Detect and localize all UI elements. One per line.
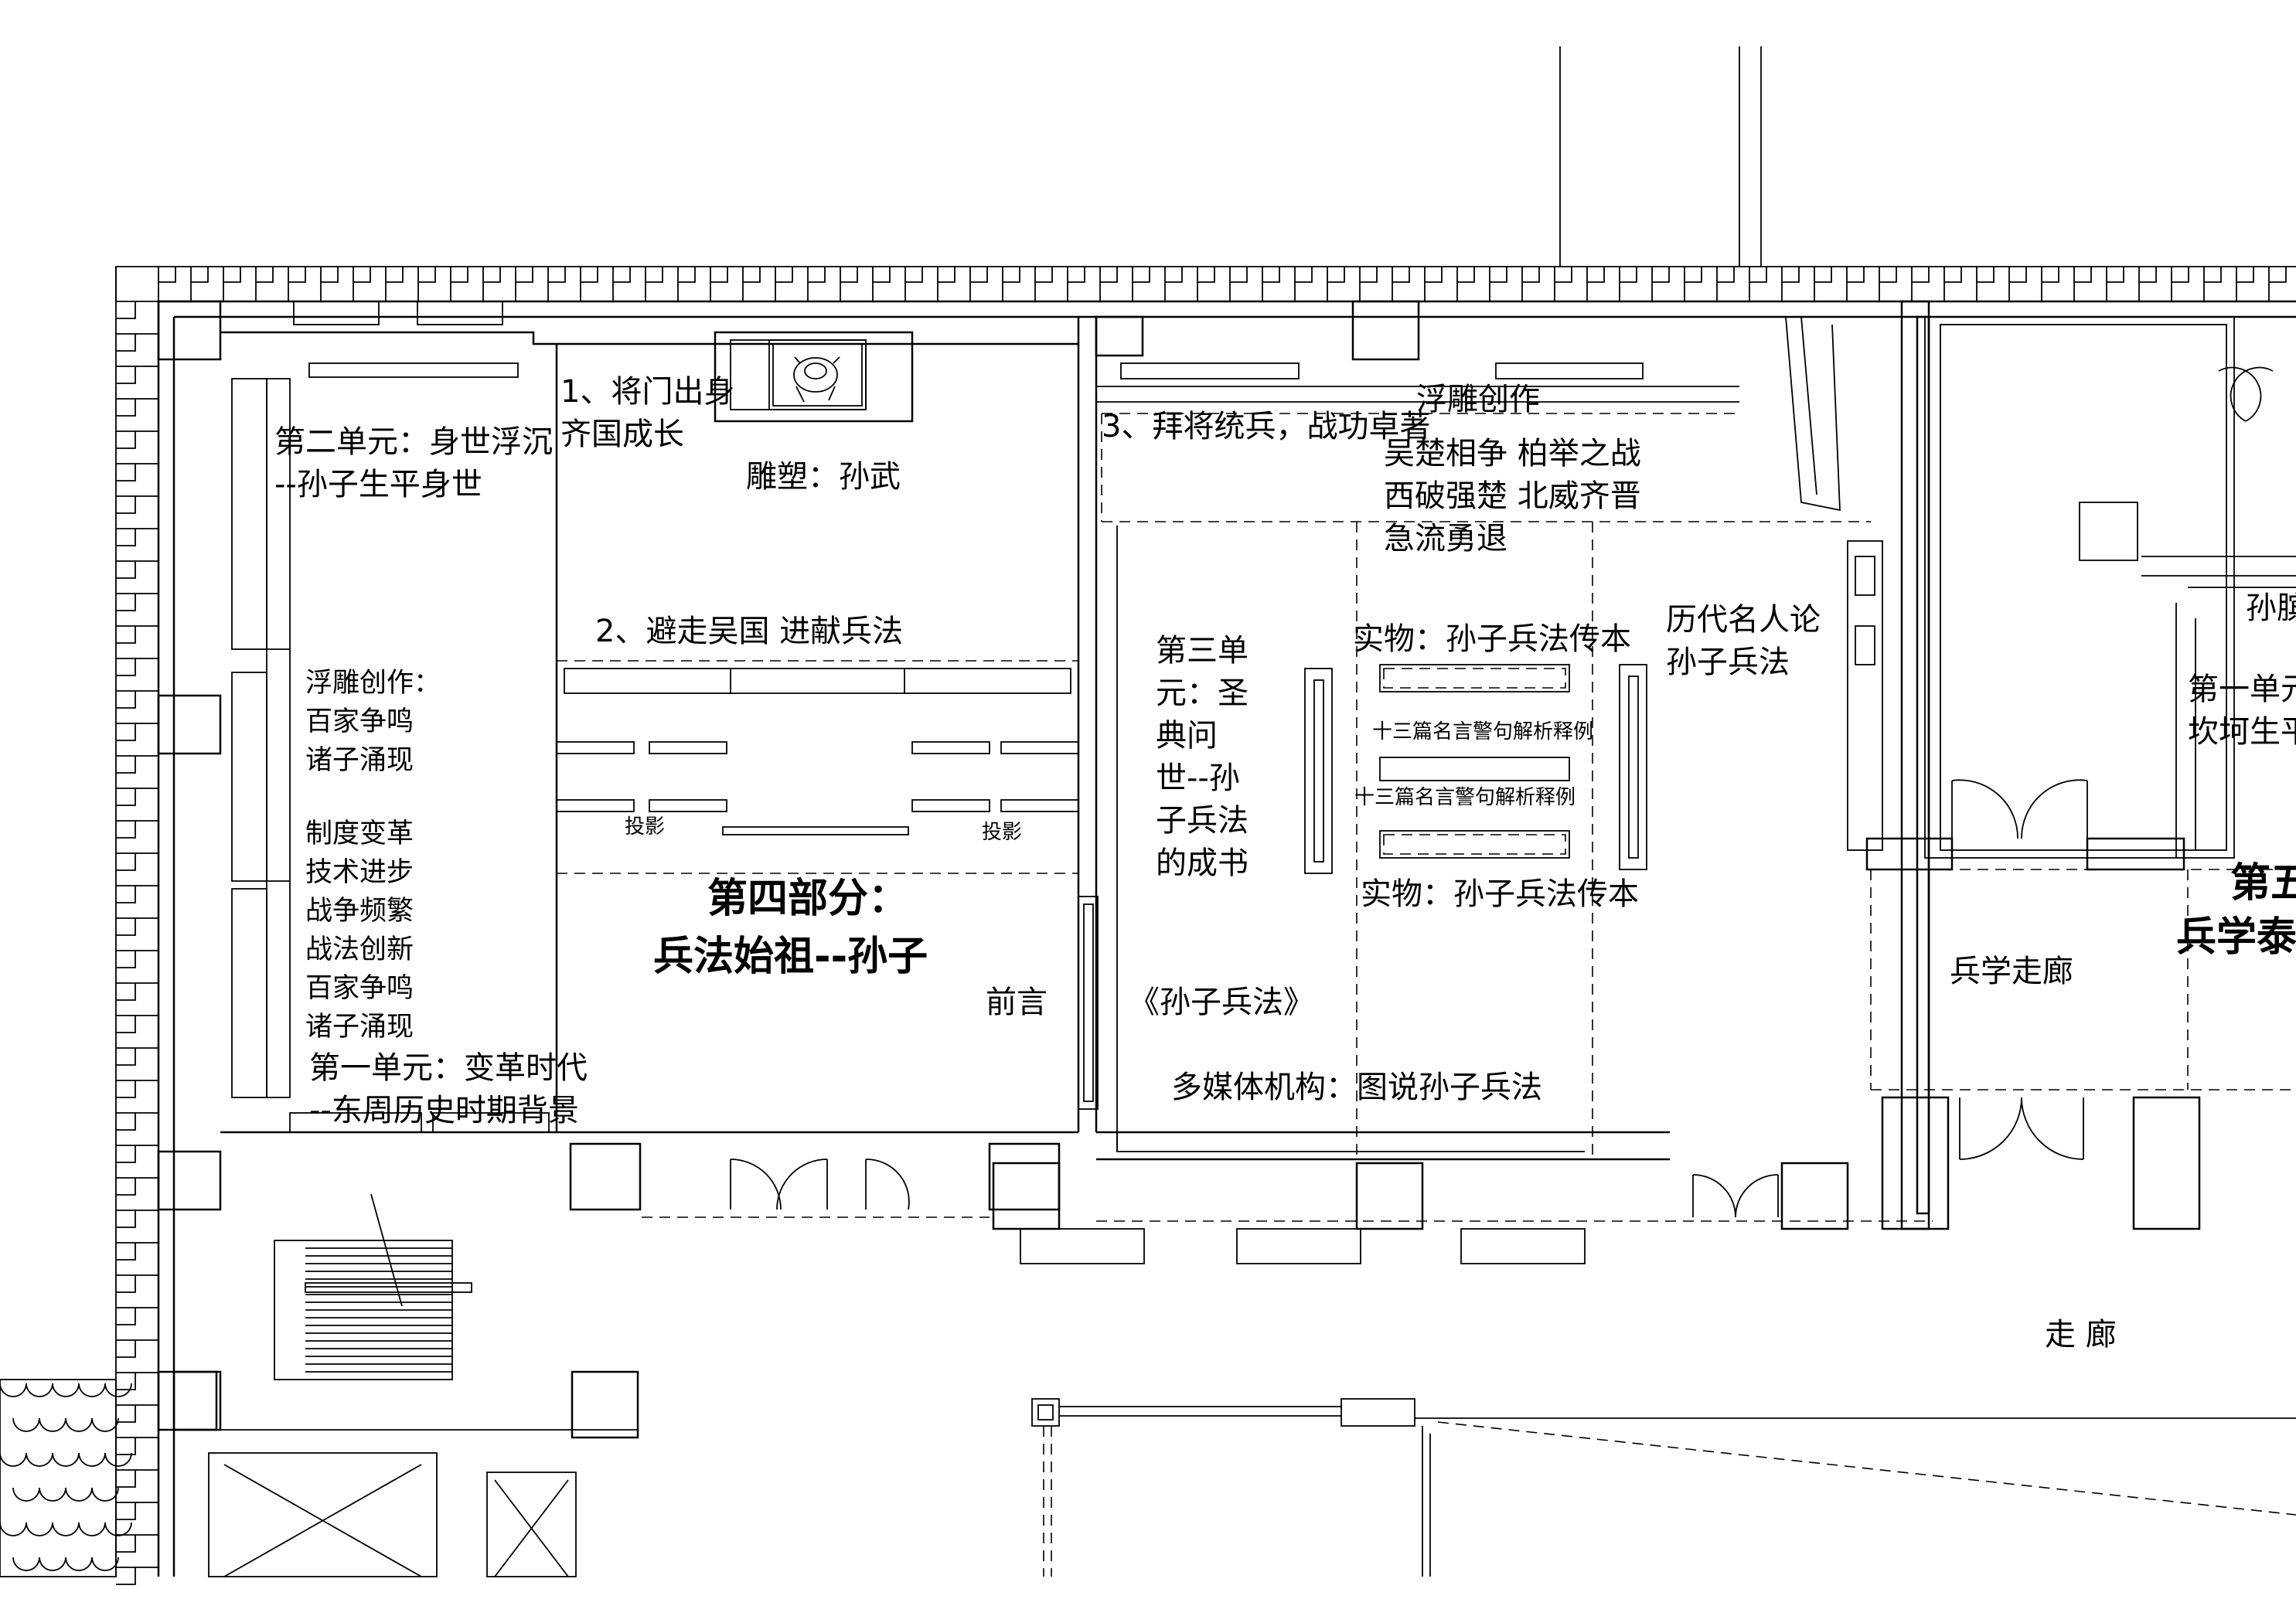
roof-tiles xyxy=(0,1379,132,1577)
unit3-line5: 子兵法 xyxy=(1156,803,1248,839)
roof-tile xyxy=(26,1383,53,1397)
relief-top-label: 浮雕创作 xyxy=(1416,382,1540,417)
projection-left-label: 投影 xyxy=(625,815,665,839)
preface-label: 前言 xyxy=(986,985,1048,1020)
military-corridor-label: 兵学走廊 xyxy=(1950,954,2073,989)
part5-line2: 兵学泰 xyxy=(2176,914,2296,961)
stairwell xyxy=(172,1193,639,1577)
part4-title-line2: 兵法始祖--孙子 xyxy=(653,934,928,980)
list-line6: 诸子涌现 xyxy=(305,1012,414,1043)
room-labels: 第二单元：身世浮沉 --孙子生平身世 1、将门出身 齐国成长 雕塑：孙武 3、拜… xyxy=(274,374,2296,1352)
multimedia-label: 多媒体机构：图说孙子兵法 xyxy=(1171,1070,1542,1105)
section1-line1: 1、将门出身 xyxy=(560,374,734,410)
projection-right-label: 投影 xyxy=(982,821,1022,844)
list-line2: 技术进步 xyxy=(305,857,414,888)
roof-tile xyxy=(104,1452,132,1467)
book-label: 《孙子兵法》 xyxy=(1129,985,1314,1020)
relief-left-title: 浮雕创作： xyxy=(305,668,441,699)
part4-title-line1: 第四部分： xyxy=(707,876,908,922)
unit1-subtitle: --东周历史时期背景 xyxy=(309,1093,579,1128)
section1-line2: 齐国成长 xyxy=(560,417,684,452)
roof-tile xyxy=(39,1417,66,1432)
roof-tile xyxy=(104,1522,132,1536)
left-hall xyxy=(157,300,558,1431)
corridor-label: 走 廊 xyxy=(2045,1317,2117,1352)
right-unit1-line2: 坎坷生平 xyxy=(2188,714,2296,750)
list-line4: 战法创新 xyxy=(305,934,414,965)
roof-tile xyxy=(26,1452,53,1467)
roof-tile xyxy=(91,1487,119,1502)
roof-tile xyxy=(104,1383,132,1397)
roof-tile xyxy=(52,1383,80,1397)
statue-icon xyxy=(793,356,840,403)
outer-walls xyxy=(157,46,2296,1577)
sunbin-label: 孙膑 xyxy=(2246,590,2296,626)
central-hall xyxy=(556,317,1099,1218)
unit3-line3: 典问 xyxy=(1156,718,1218,754)
battle-line3: 急流勇退 xyxy=(1384,521,1507,556)
roof-tile xyxy=(65,1417,93,1432)
crenellation xyxy=(115,266,2296,1585)
right-unit1-line1: 第一单元 xyxy=(2188,672,2296,707)
list-line1: 制度变革 xyxy=(305,818,414,849)
roof-tile xyxy=(0,1383,27,1397)
roof-tile xyxy=(65,1557,93,1571)
artifact-bottom-label: 实物：孙子兵法传本 xyxy=(1361,876,1639,912)
artifact-top-label: 实物：孙子兵法传本 xyxy=(1353,621,1631,657)
roof-tile xyxy=(52,1522,80,1536)
roof-tile xyxy=(65,1487,93,1502)
roof-frame xyxy=(0,1379,117,1577)
military-corridor xyxy=(1785,300,2296,1230)
famous-line2: 孙子兵法 xyxy=(1666,645,1790,680)
roof-tile xyxy=(26,1522,53,1536)
roof-tile xyxy=(52,1452,80,1467)
battle-line2: 西破强楚 北威齐晋 xyxy=(1384,478,1641,514)
list-line3: 战争频繁 xyxy=(305,896,414,927)
thirteen-chapters-b: 十三篇名言警句解析释例 xyxy=(1354,786,1576,809)
unit3-line6: 的成书 xyxy=(1156,846,1248,881)
roof-tile xyxy=(39,1557,66,1571)
famous-line1: 历代名人论 xyxy=(1666,602,1821,638)
unit3-line4: 世--孙 xyxy=(1156,760,1240,796)
battle-line1: 吴楚相争 柏举之战 xyxy=(1384,436,1641,471)
relief-left-line1: 百家争鸣 xyxy=(305,706,414,737)
thirteen-chapters-a: 十三篇名言警句解析释例 xyxy=(1372,720,1593,743)
section3-title: 3、拜将统兵，战功卓著 xyxy=(1102,409,1430,444)
part5-line1: 第五 xyxy=(2230,860,2296,907)
unit3-line2: 元：圣 xyxy=(1156,675,1248,711)
corridor-structures xyxy=(1031,1398,2296,1577)
unit1-title: 第一单元：变革时代 xyxy=(309,1050,588,1086)
statue-label: 雕塑：孙武 xyxy=(746,459,901,495)
roof-tile xyxy=(39,1487,66,1502)
roof-tile xyxy=(0,1522,27,1536)
relief-left-line2: 诸子涌现 xyxy=(305,745,414,776)
roof-tile xyxy=(91,1417,119,1432)
section2-title: 2、避走吴国 进献兵法 xyxy=(595,614,903,649)
right-hall xyxy=(992,300,1933,1264)
roof-tile xyxy=(91,1557,119,1571)
roof-tile xyxy=(78,1452,106,1467)
roof-tile xyxy=(12,1487,40,1502)
list-line5: 百家争鸣 xyxy=(305,973,414,1004)
roof-tile xyxy=(12,1557,40,1571)
unit2-title: 第二单元：身世浮沉 xyxy=(274,424,553,460)
unit3-line1: 第三单 xyxy=(1156,633,1248,669)
roof-tile xyxy=(78,1522,106,1536)
unit2-subtitle: --孙子生平身世 xyxy=(274,467,482,502)
roof-tile xyxy=(12,1417,40,1432)
roof-tile xyxy=(0,1452,27,1467)
roof-tile xyxy=(78,1383,106,1397)
